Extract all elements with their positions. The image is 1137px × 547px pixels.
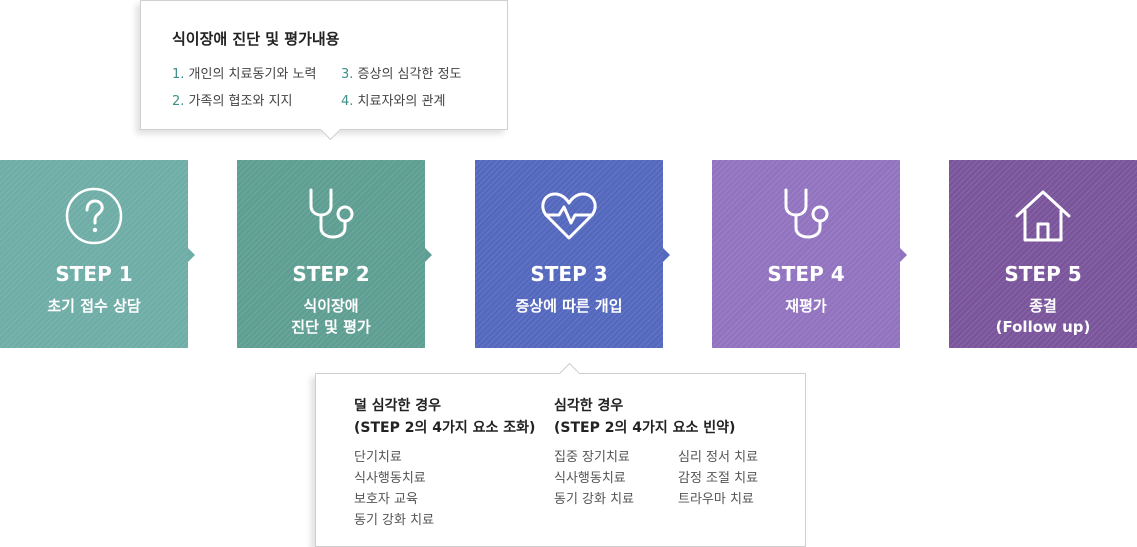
assessment-item-4: 4. 치료자와의 관계 (341, 94, 446, 109)
step-3-label: 증상에 따른 개입 (515, 297, 623, 315)
heartbeat-icon (541, 192, 597, 240)
assessment-item-3: 3. 증상의 심각한 정도 (341, 67, 462, 82)
assessment-title: 식이장애 진단 및 평가내용 (172, 30, 340, 48)
severe-case-title: 심각한 경우 (STEP 2의 4가지 요소 빈약) (554, 398, 736, 436)
home-icon (1015, 190, 1071, 242)
step-5-box[interactable]: STEP 5 종결(Follow up) (949, 160, 1137, 348)
list-item: 감정 조절 치료 (678, 471, 759, 486)
tooltip-pointer (319, 118, 342, 141)
step-5-number: STEP 5 (1004, 262, 1082, 286)
step-2-number: STEP 2 (292, 262, 370, 286)
assessment-item-2: 2. 가족의 협조와 지지 (172, 94, 293, 109)
stethoscope-icon (784, 188, 829, 239)
list-item: 단기치료 (354, 450, 402, 465)
tooltip-pointer (558, 362, 581, 385)
list-item: 동기 강화 치료 (354, 513, 435, 528)
list-item: 동기 강화 치료 (554, 492, 635, 507)
list-item: 심리 정서 치료 (678, 450, 759, 465)
step-3-number: STEP 3 (530, 262, 608, 286)
step-4-number: STEP 4 (767, 262, 845, 286)
step-arrow-notch (188, 248, 195, 262)
step-4-box[interactable]: STEP 4 재평가 (712, 160, 907, 348)
intervention-tooltip: 덜 심각한 경우 (STEP 2의 4가지 요소 조화) 단기치료 식사행동치료… (315, 362, 806, 547)
severe-case-list-1: 집중 장기치료 식사행동치료 동기 강화 치료 (554, 447, 634, 510)
mild-case-list: 단기치료 식사행동치료 보호자 교육 동기 강화 치료 (354, 447, 434, 531)
list-item: 식사행동치료 (354, 471, 426, 486)
question-circle-icon (65, 187, 123, 245)
step-arrow-notch (900, 248, 907, 262)
list-item: 보호자 교육 (354, 492, 418, 507)
step-arrow-notch (663, 248, 670, 262)
step-1-box[interactable]: STEP 1 초기 접수 상담 (0, 160, 195, 348)
step-3-box[interactable]: STEP 3 증상에 따른 개입 (475, 160, 670, 348)
list-item: 집중 장기치료 (554, 450, 630, 465)
step-5-label: 종결(Follow up) (995, 297, 1091, 336)
step-1-label: 초기 접수 상담 (47, 297, 141, 315)
list-item: 식사행동치료 (554, 471, 626, 486)
assessment-tooltip: 식이장애 진단 및 평가내용 1. 개인의 치료동기와 노력 2. 가족의 협조… (140, 0, 508, 141)
assessment-item-1: 1. 개인의 치료동기와 노력 (172, 67, 317, 82)
list-item: 트라우마 치료 (678, 492, 754, 507)
mild-case-title: 덜 심각한 경우 (STEP 2의 4가지 요소 조화) (354, 398, 536, 436)
severe-case-list-2: 심리 정서 치료 감정 조절 치료 트라우마 치료 (678, 447, 758, 510)
stethoscope-icon (309, 188, 354, 239)
step-4-label: 재평가 (785, 297, 827, 315)
step-1-number: STEP 1 (55, 262, 133, 286)
step-arrow-notch (425, 248, 432, 262)
